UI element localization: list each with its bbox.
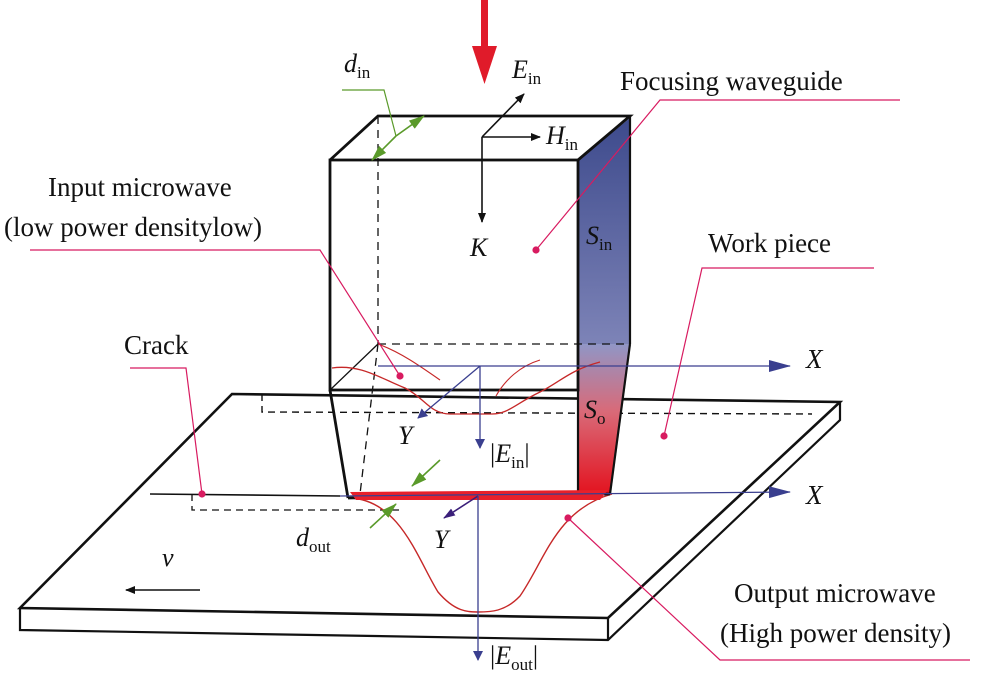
label-s-in: Sin [586,221,613,254]
x-axis-bottom [339,486,791,499]
leader-crack [130,367,203,495]
work-piece-plate [16,392,844,642]
label-output-microwave-1: Output microwave [734,578,936,608]
s-in-face [578,118,630,390]
label-y-bottom: Y [434,525,451,554]
label-abs-e-out: |Eout| [490,641,538,674]
input-field-curve [331,361,601,415]
leader-dots [198,246,668,522]
label-abs-e-in: |Ein| [490,439,530,472]
label-d-out: dout [296,523,331,556]
input-field-curve-upper [377,343,541,397]
label-work-piece: Work piece [708,228,831,258]
label-input-microwave-2: (low power densitylow) [4,212,262,242]
leader-focusing-waveguide [535,99,900,251]
label-y-top: Y [398,421,415,450]
s-o-face [578,344,630,494]
waveguide-box [328,114,634,500]
label-s-o: So [584,395,606,428]
crack-groove [149,493,400,511]
label-k: K [469,233,489,262]
input-arrow [472,0,497,84]
d-out-dimension [369,459,441,529]
label-x-top: X [805,344,824,374]
label-h-in: Hin [545,121,579,154]
d-in-dimension [342,89,425,161]
field-vectors [478,93,541,223]
leader-lines [30,99,970,661]
label-x-bottom: X [805,480,824,510]
label-d-in: din [344,49,371,82]
label-crack: Crack [124,330,189,360]
leader-work-piece [663,267,874,437]
leader-input-microwave [30,249,401,377]
axes [339,360,791,661]
leader-output-microwave [567,517,970,661]
label-v: v [162,543,174,572]
label-focusing-waveguide: Focusing waveguide [620,66,843,96]
label-e-in: Ein [511,55,542,88]
y-axis-bottom [443,495,479,519]
label-input-microwave-1: Input microwave [48,172,232,202]
label-output-microwave-2: (High power density) [720,618,951,648]
y-axis-top [417,365,481,419]
